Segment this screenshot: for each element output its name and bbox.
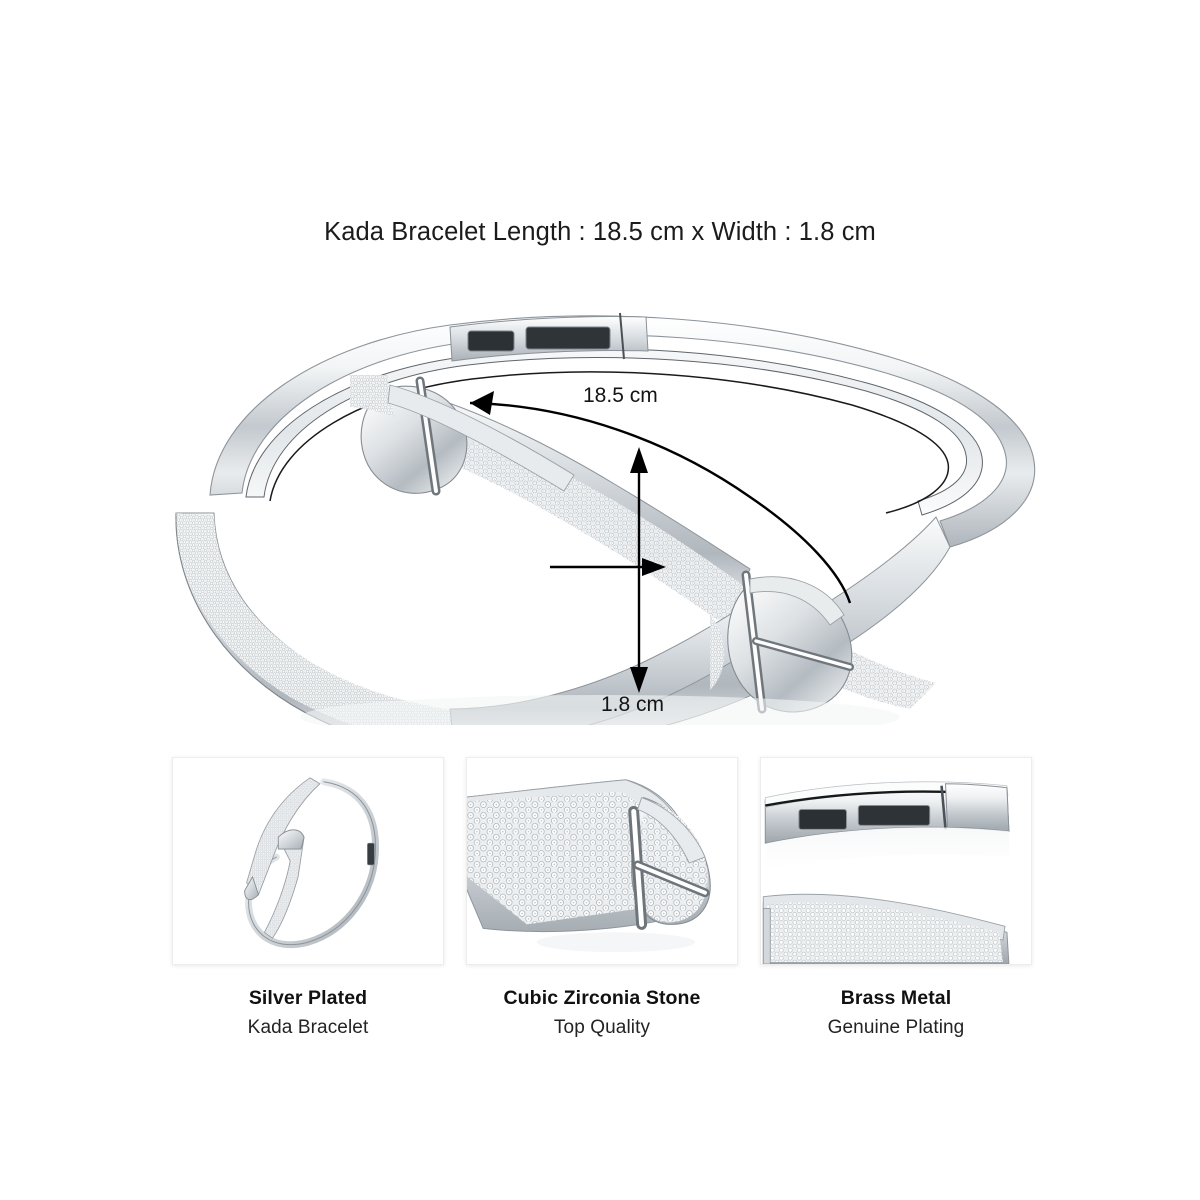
clasp-mechanism bbox=[449, 312, 649, 362]
feature-card-subtitle: Genuine Plating bbox=[827, 1017, 965, 1038]
feature-card-row: Silver Plated Kada Bracelet bbox=[172, 757, 1032, 1039]
clasp-slot-right bbox=[525, 326, 611, 350]
feature-card-silver-plated[interactable]: Silver Plated Kada Bracelet bbox=[172, 757, 444, 1039]
lower-tip-bevel bbox=[749, 576, 845, 626]
product-hero-image bbox=[150, 285, 1050, 725]
feature-card-title: Silver Plated bbox=[248, 987, 368, 1009]
upper-tip-bevel bbox=[387, 384, 575, 492]
clasp-closeup-thumbnail[interactable] bbox=[760, 757, 1032, 965]
width-dimension-arrow bbox=[550, 447, 666, 693]
feature-card-subtitle: Top Quality bbox=[553, 1017, 651, 1038]
upper-tip bbox=[350, 375, 780, 625]
clasp-slot-right bbox=[857, 805, 931, 826]
clasp-hinge-line bbox=[619, 312, 625, 360]
lower-tip-divider-branch bbox=[754, 639, 852, 669]
bracelet-illustration bbox=[175, 312, 1036, 725]
pave-stone-closeup-thumbnail[interactable] bbox=[466, 757, 738, 965]
page-title: Kada Bracelet Length : 18.5 cm x Width :… bbox=[324, 218, 876, 246]
feature-card-title: Brass Metal bbox=[840, 987, 952, 1009]
length-dimension-arrow bbox=[469, 391, 852, 604]
bangle-inner-opening-edge bbox=[269, 371, 950, 514]
width-dimension-label: 1.8 cm bbox=[601, 693, 665, 716]
feature-card-title: Cubic Zirconia Stone bbox=[503, 987, 701, 1009]
clasp-slot-left bbox=[798, 809, 847, 830]
feature-card-cubic-zirconia[interactable]: Cubic Zirconia Stone Top Quality bbox=[466, 757, 738, 1039]
product-reflection bbox=[300, 695, 900, 725]
length-dimension-label: 18.5 cm bbox=[583, 384, 658, 407]
thumb3-illustration bbox=[761, 758, 1031, 964]
feature-card-subtitle: Kada Bracelet bbox=[247, 1017, 369, 1038]
full-bracelet-thumbnail[interactable] bbox=[172, 757, 444, 965]
thumb1-illustration bbox=[173, 758, 443, 964]
thumb2-illustration bbox=[467, 758, 737, 964]
feature-card-brass-metal[interactable]: Brass Metal Genuine Plating bbox=[760, 757, 1032, 1039]
clasp-slot-left bbox=[467, 330, 515, 352]
